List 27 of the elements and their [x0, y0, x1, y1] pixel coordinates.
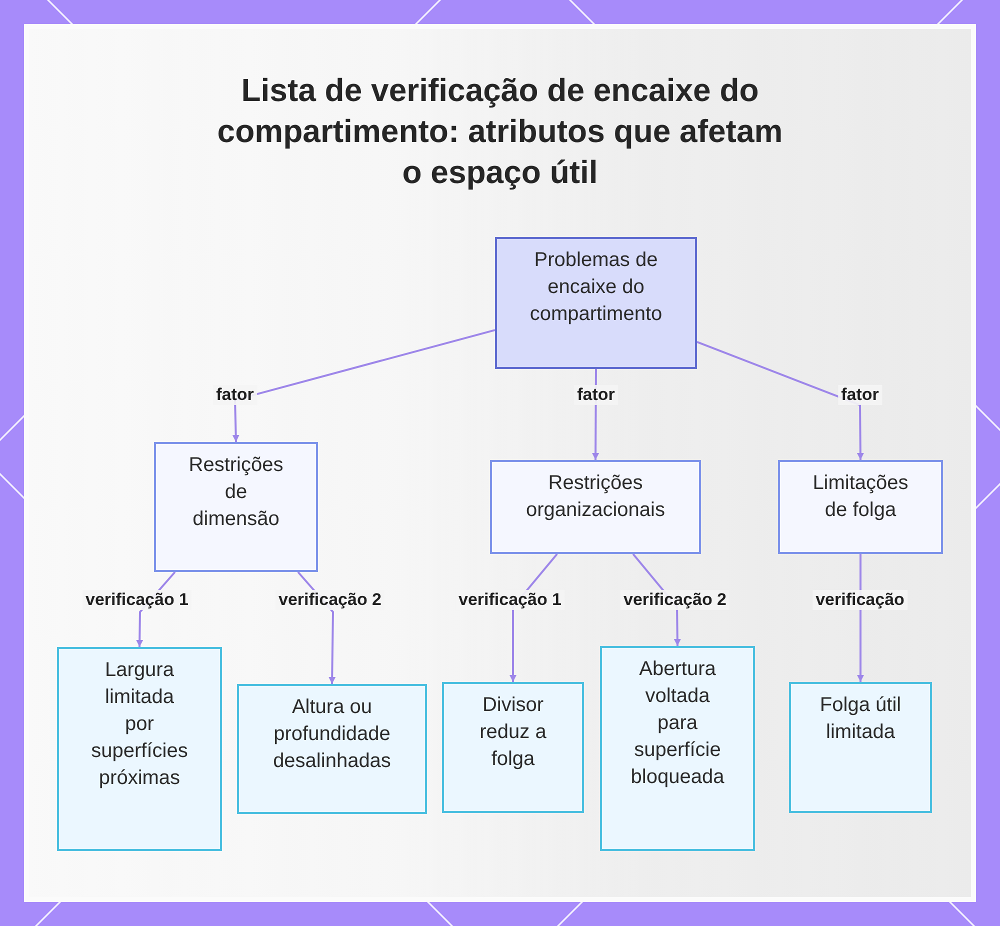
check-item-box [237, 684, 427, 814]
node-text: Abertura voltada para superfície bloqueada [630, 657, 726, 790]
diagram-title: Lista de verificação de encaixe do compartimento: atributos que afetam o espaço útil [216, 71, 784, 192]
node-text: Restrições de dimensão [188, 453, 284, 532]
node-text: Largura limitada por superfícies próximas [90, 658, 189, 791]
node-text: Limitações de folga [812, 471, 910, 523]
edge-label: verificação 1 [456, 590, 564, 610]
edge-label: fator [574, 385, 618, 405]
check-item-box [600, 646, 755, 851]
check-item-box [789, 682, 932, 813]
connector-arrow [696, 341, 864, 460]
edge-label: fator [838, 385, 882, 405]
node-text: Problemas de encaixe do compartimento [528, 248, 664, 327]
check-item-box [442, 682, 584, 813]
node-text: Folga útil limitada [818, 693, 902, 745]
factor-box [778, 460, 943, 554]
node-text: Restrições organizacionais [525, 471, 666, 523]
node-text: Altura ou profundidade desalinhadas [272, 695, 392, 774]
edge-label: verificação 2 [620, 590, 730, 610]
edge-label: verificação [812, 590, 908, 610]
factor-box [154, 442, 318, 572]
node-text: Divisor reduz a folga [478, 693, 548, 772]
edge-label: fator [213, 385, 257, 405]
factor-box [490, 460, 701, 554]
topic-box [495, 237, 697, 369]
check-item-box [57, 647, 222, 851]
connector-arrow [232, 329, 496, 442]
